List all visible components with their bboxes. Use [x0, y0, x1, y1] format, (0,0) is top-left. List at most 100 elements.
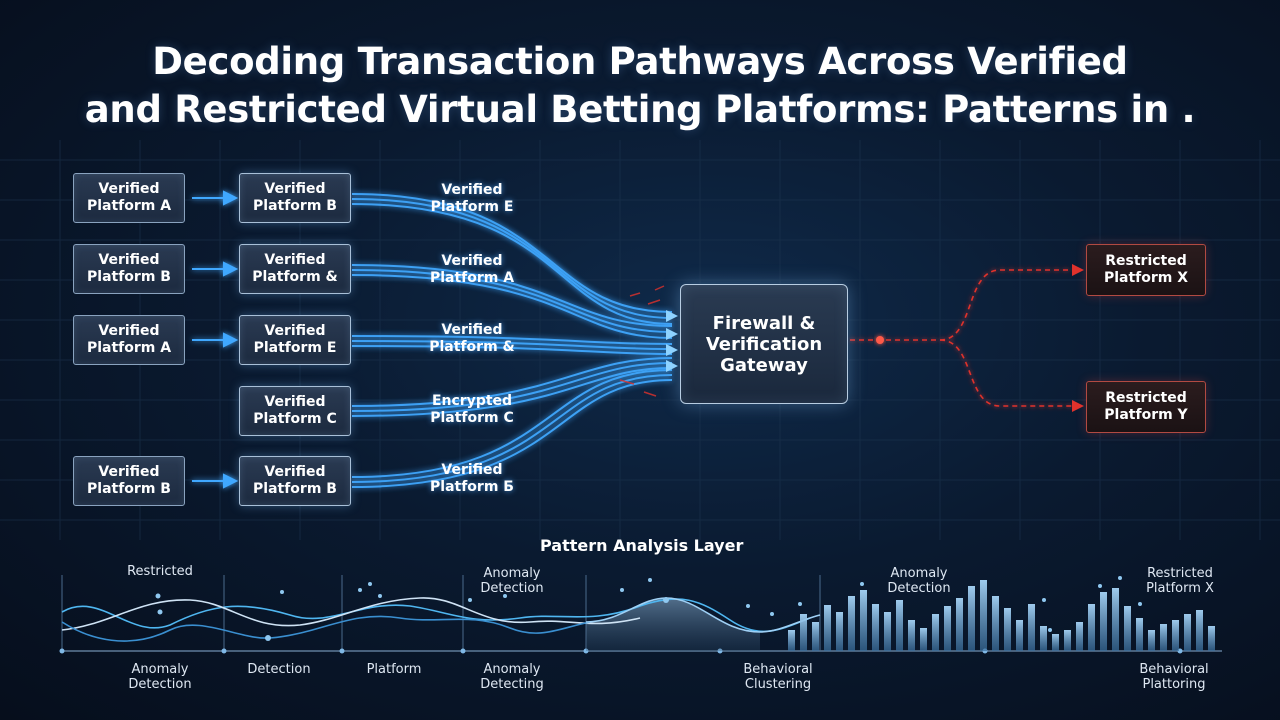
flow-label-1-line1: Verified [441, 182, 503, 198]
analysis-bottom-label-2-line1: Detection [247, 662, 311, 677]
analysis-bars [788, 580, 1215, 651]
flow-label-4: Encrypted Platform C [412, 393, 532, 427]
analysis-top-label-3-line2: Detection [887, 581, 951, 596]
analysis-bottom-label-3-line1: Platform [366, 662, 422, 677]
source-node-1[interactable]: Verified Platform A [73, 173, 185, 223]
arrow-restricted-x [1072, 264, 1084, 276]
analysis-title: Pattern Analysis Layer [540, 536, 744, 555]
flow-label-5-line1: Verified [441, 462, 503, 478]
arrow-row-5 [192, 473, 239, 489]
analysis-bottom-label-6: Behavioral Plattoring [1124, 662, 1224, 692]
wave-line-4 [585, 597, 821, 633]
intermediate-node-4-line2: Platform C [253, 411, 337, 427]
flow-bundle-1 [351, 193, 673, 325]
flow-bundle-4 [351, 357, 673, 417]
arrow-row-2 [192, 261, 239, 277]
firewall-gateway[interactable]: Firewall & Verification Gateway [680, 284, 848, 404]
gateway-line3: Gateway [720, 354, 808, 376]
source-node-2[interactable]: Verified Platform B [73, 244, 185, 294]
intermediate-node-5-line2: Platform B [253, 481, 337, 497]
flow-label-4-line2: Platform C [430, 410, 514, 426]
source-node-4-line1: Verified [98, 464, 160, 480]
restricted-node-y-line2: Platform Y [1104, 407, 1188, 423]
gateway-line1: Firewall & [712, 312, 816, 334]
flow-bundle-5 [351, 369, 673, 488]
source-node-4[interactable]: Verified Platform B [73, 456, 185, 506]
flow-label-4-line1: Encrypted [431, 393, 513, 409]
arrow-row-3 [192, 332, 239, 348]
analysis-dots [155, 576, 1142, 641]
arrow-restricted-y [1072, 400, 1084, 412]
source-node-1-line2: Platform A [86, 198, 172, 214]
wave-line-1 [61, 598, 811, 633]
analysis-top-label-2-line1: Anomaly [483, 566, 541, 581]
restricted-node-x-line2: Platform X [1103, 270, 1189, 286]
intermediate-node-3-line2: Platform E [253, 340, 337, 356]
red-sparks [619, 285, 665, 397]
flow-label-5: Verified Platform Ƃ [412, 462, 532, 496]
analysis-bottom-label-6-line1: Behavioral [1139, 662, 1209, 677]
analysis-bottom-label-6-line2: Plattoring [1142, 677, 1206, 692]
flow-bundle-3 [351, 335, 673, 355]
intermediate-node-4-line1: Verified [264, 394, 326, 410]
gateway-input-arrows [666, 310, 678, 372]
flow-label-2-line2: Platform A [429, 270, 515, 286]
flow-label-2: Verified Platform A [412, 253, 532, 287]
analysis-top-label-4-line2: Platform X [1146, 581, 1214, 596]
analysis-bottom-label-3: Platform [344, 662, 444, 677]
restricted-node-y[interactable]: Restricted Platform Y [1086, 381, 1206, 433]
source-node-4-line2: Platform B [87, 481, 171, 497]
flow-label-1: Verified Platform E [412, 182, 532, 216]
intermediate-node-5[interactable]: Verified Platform B [239, 456, 351, 506]
flow-label-2-line1: Verified [441, 253, 503, 269]
source-node-2-line2: Platform B [87, 269, 171, 285]
analysis-top-label-1: Restricted [110, 564, 210, 579]
analysis-bottom-label-4: Anomaly Detecting [462, 662, 562, 692]
analysis-bottom-label-4-line2: Detecting [480, 677, 544, 692]
flow-label-5-line2: Platform Ƃ [430, 479, 514, 495]
intermediate-node-1-line1: Verified [264, 181, 326, 197]
restricted-branch-y [939, 339, 1074, 407]
analysis-bottom-label-5-line1: Behavioral [743, 662, 813, 677]
gateway-line2: Verification [705, 333, 823, 355]
analysis-top-label-4: Restricted Platform X [1130, 566, 1230, 596]
flow-bundle-2 [351, 264, 673, 339]
page-title-line-2: and Restricted Virtual Betting Platforms… [84, 88, 1196, 131]
intermediate-node-5-line1: Verified [264, 464, 326, 480]
intermediate-node-2-line1: Verified [264, 252, 326, 268]
page-title-line-1: Decoding Transaction Pathways Across Ver… [152, 40, 1128, 83]
analysis-bottom-label-1-line2: Detection [128, 677, 192, 692]
analysis-top-label-3-line1: Anomaly [890, 566, 948, 581]
intermediate-node-3-line1: Verified [264, 323, 326, 339]
analysis-dividers [61, 575, 821, 651]
wave-line-3 [61, 615, 591, 642]
restricted-node-x-line1: Restricted [1105, 253, 1187, 269]
red-pulse [876, 336, 884, 344]
analysis-bottom-label-4-line1: Anomaly [483, 662, 541, 677]
restricted-node-x[interactable]: Restricted Platform X [1086, 244, 1206, 296]
intermediate-node-4[interactable]: Verified Platform C [239, 386, 351, 436]
source-node-2-line1: Verified [98, 252, 160, 268]
flow-label-3: Verified Platform & [412, 322, 532, 356]
analysis-top-label-4-line1: Restricted [1147, 566, 1213, 581]
flow-label-3-line1: Verified [441, 322, 503, 338]
analysis-bottom-label-1: Anomaly Detection [110, 662, 210, 692]
source-node-3-line2: Platform A [86, 340, 172, 356]
intermediate-node-3[interactable]: Verified Platform E [239, 315, 351, 365]
wave-line-2 [61, 597, 641, 631]
intermediate-node-1[interactable]: Verified Platform B [239, 173, 351, 223]
restricted-branch-x [939, 269, 1074, 341]
analysis-top-label-2-line2: Detection [480, 581, 544, 596]
intermediate-node-1-line2: Platform B [253, 198, 337, 214]
source-node-3[interactable]: Verified Platform A [73, 315, 185, 365]
analysis-top-label-1-line1: Restricted [127, 564, 193, 579]
arrow-row-1 [192, 190, 239, 206]
intermediate-node-2[interactable]: Verified Platform & [239, 244, 351, 294]
flow-label-1-line2: Platform E [430, 199, 514, 215]
intermediate-node-2-line2: Platform & [252, 269, 338, 285]
analysis-top-label-3: Anomaly Detection [869, 566, 969, 596]
restricted-node-y-line1: Restricted [1105, 390, 1187, 406]
analysis-top-label-2: Anomaly Detection [462, 566, 562, 596]
analysis-hump [586, 598, 760, 651]
